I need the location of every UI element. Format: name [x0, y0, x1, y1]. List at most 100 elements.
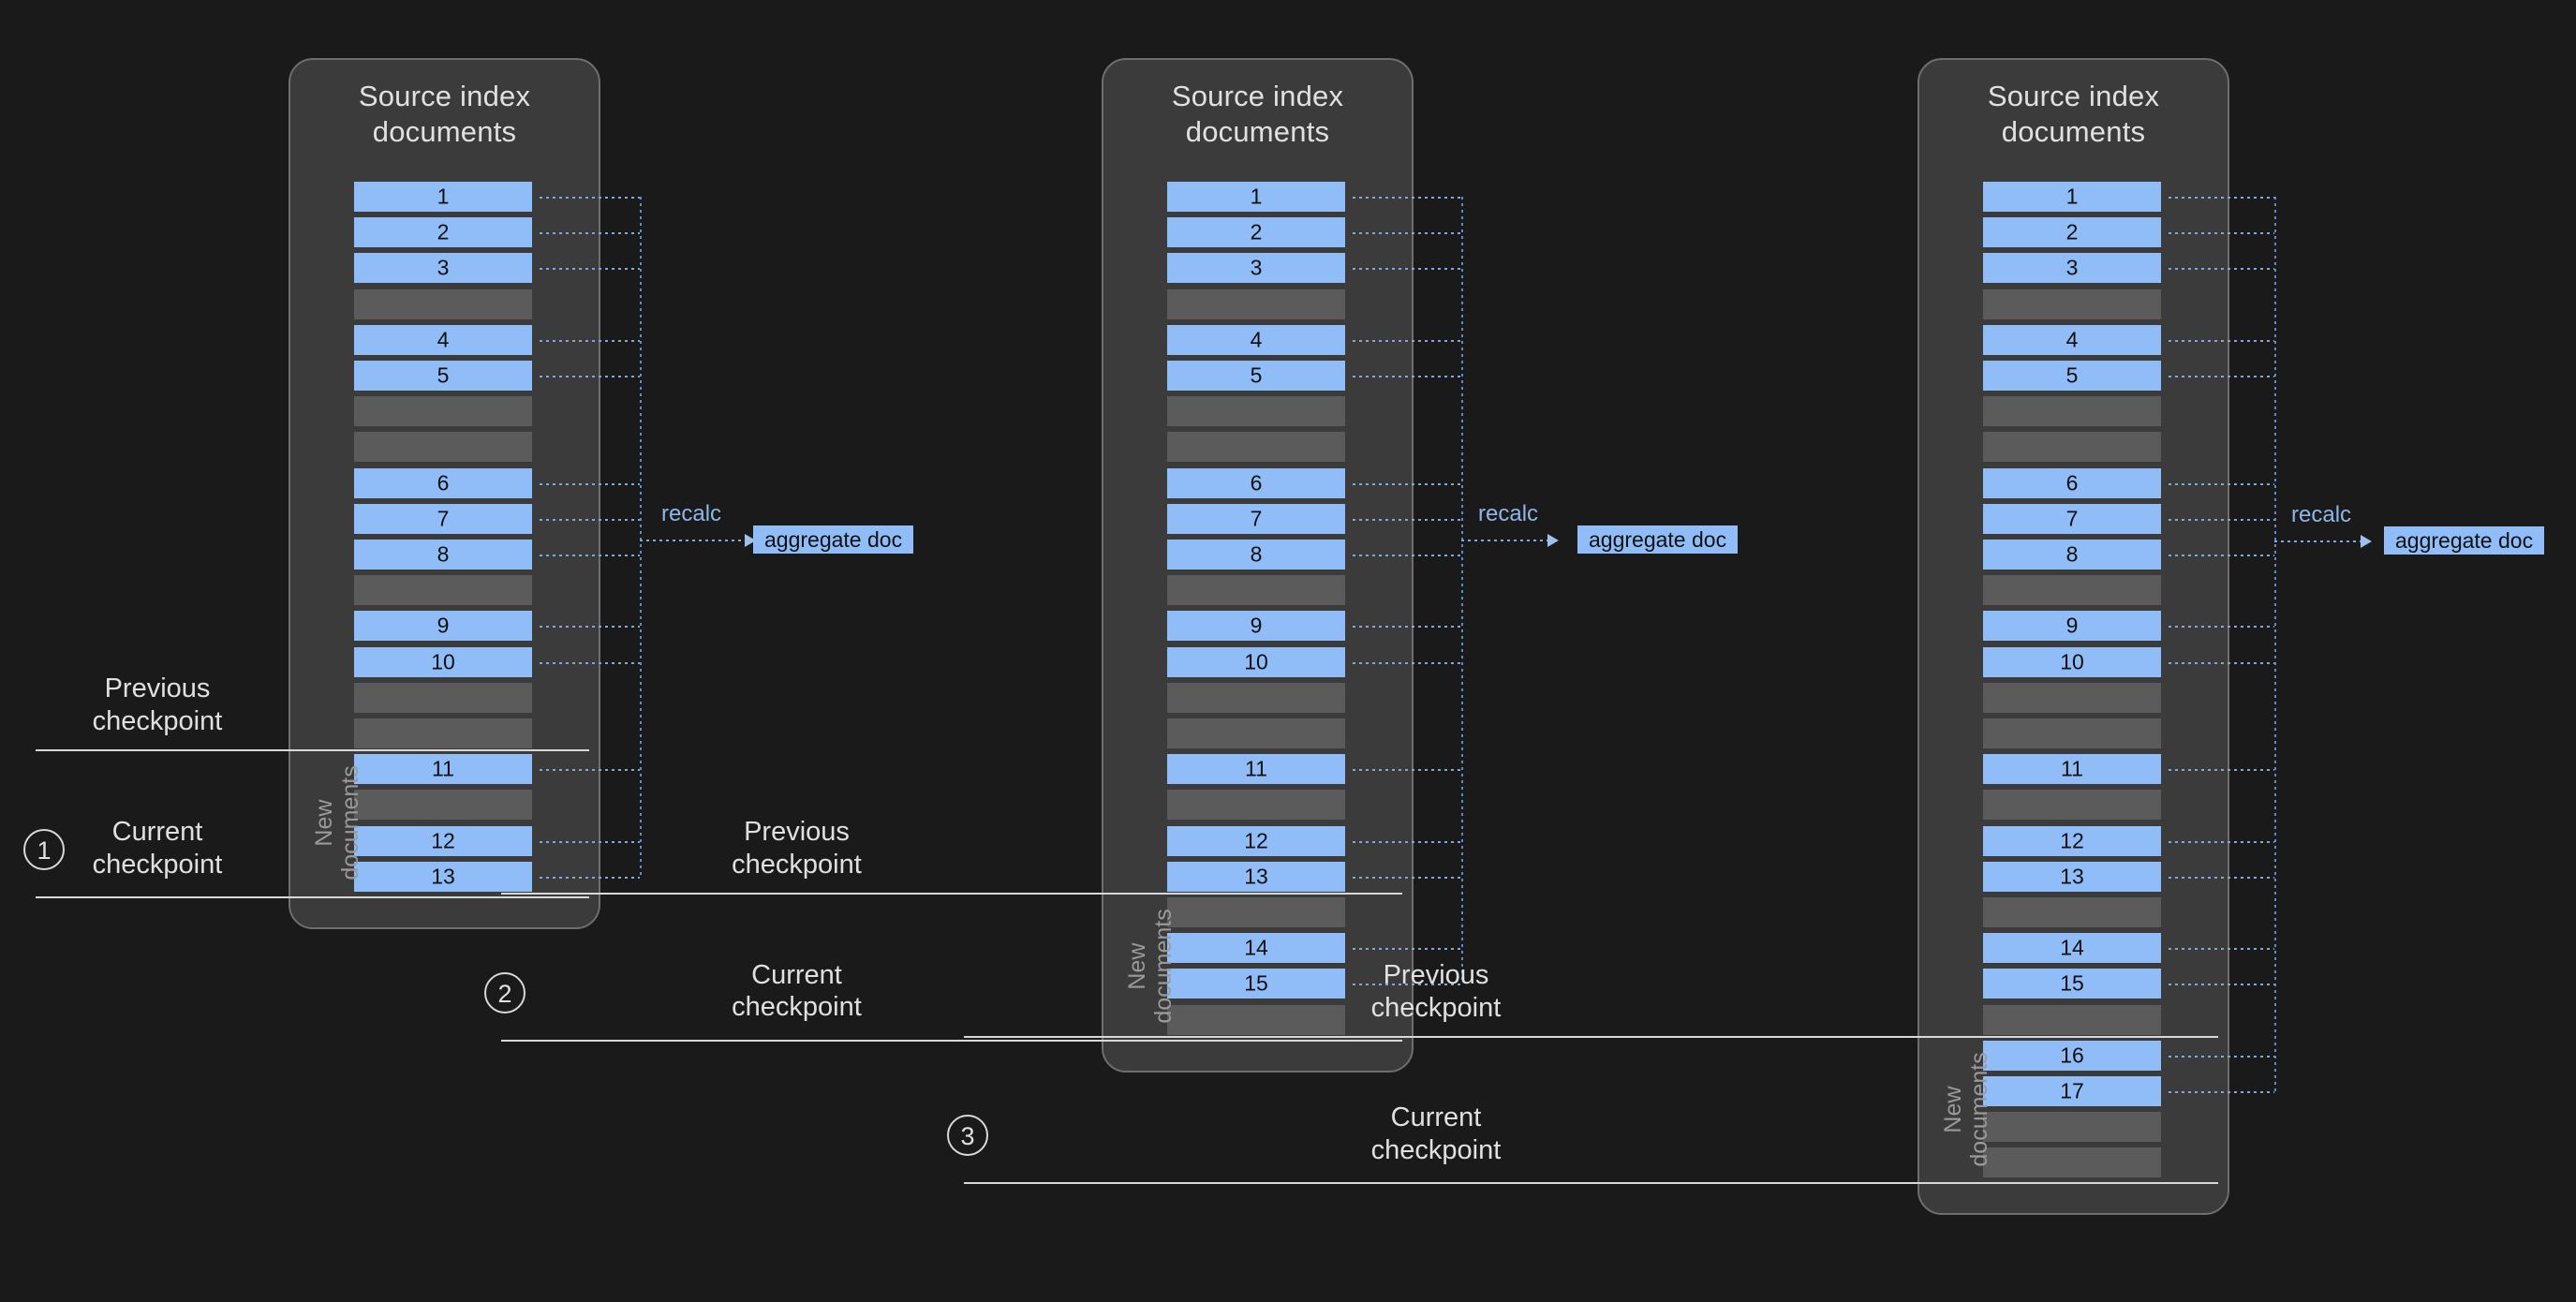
- document-row-label: 10: [2060, 649, 2084, 674]
- document-row-filled: 7: [1167, 503, 1345, 534]
- document-row-empty: [354, 682, 532, 713]
- connector-dash: [2169, 197, 2274, 199]
- connector-dash: [2169, 482, 2274, 485]
- document-row-empty: [1167, 432, 1345, 463]
- document-row-filled: 8: [1167, 540, 1345, 570]
- document-row-label: 13: [431, 864, 455, 889]
- document-row-empty: [354, 575, 532, 606]
- document-row-label: 15: [1244, 970, 1268, 996]
- document-row-label: 8: [2065, 541, 2079, 567]
- document-row-empty: [1167, 897, 1345, 927]
- document-row-filled: 14: [1167, 933, 1345, 964]
- aggregate-doc-box-2: aggregate doc: [1577, 525, 1739, 554]
- connector-dash: [540, 482, 640, 485]
- connector-dash: [540, 518, 640, 521]
- panel-title-3: Source index documents: [1987, 80, 2160, 148]
- previous-checkpoint-line-1: [36, 749, 589, 752]
- document-row-filled: 13: [354, 861, 532, 892]
- document-row-filled: 15: [1983, 969, 2161, 999]
- document-row-empty: [1983, 289, 2161, 319]
- connector-dash: [1353, 518, 1461, 521]
- connector-dash: [540, 232, 640, 235]
- document-row-label: 5: [437, 362, 450, 388]
- connector-dash: [1353, 339, 1461, 342]
- connector-dash: [1353, 661, 1461, 664]
- connector-dash: [1353, 840, 1461, 843]
- document-row-label: 7: [437, 506, 450, 531]
- document-row-empty: [1983, 396, 2161, 427]
- connector-dash: [1353, 197, 1461, 199]
- connector-bus: [1461, 197, 1463, 984]
- aggregate-doc-box-3: aggregate doc: [2384, 526, 2545, 555]
- document-row-filled: 13: [1167, 861, 1345, 892]
- document-row-label: 7: [1250, 506, 1263, 531]
- document-row-label: 5: [2065, 362, 2079, 388]
- document-row-label: 2: [437, 219, 450, 244]
- document-row-empty: [1167, 682, 1345, 713]
- document-row-label: 11: [2061, 756, 2083, 781]
- connector-bus: [2274, 197, 2276, 1091]
- document-row-filled: 17: [1983, 1076, 2161, 1106]
- current-checkpoint-label-2: Current checkpoint: [732, 959, 862, 1023]
- recalc-arrow-line: [640, 540, 745, 541]
- document-row-label: 4: [1250, 327, 1263, 352]
- current-checkpoint-line-1: [36, 895, 589, 898]
- document-row-label: 14: [1244, 935, 1268, 960]
- document-row-label: 2: [2065, 219, 2079, 244]
- document-row-filled: 7: [354, 503, 532, 534]
- document-row-empty: [1983, 1112, 2161, 1143]
- document-row-label: 3: [1250, 255, 1263, 280]
- document-row-filled: 14: [1983, 933, 2161, 964]
- document-row-label: 12: [1244, 828, 1268, 853]
- document-row-label: 11: [432, 756, 454, 781]
- document-row-label: 1: [437, 184, 450, 209]
- connector-dash: [540, 626, 640, 629]
- connector-dash: [2169, 555, 2274, 556]
- document-row-label: 3: [437, 255, 450, 280]
- document-row-label: 12: [431, 828, 455, 853]
- connector-dash: [540, 339, 640, 342]
- current-checkpoint-line-3: [964, 1182, 2218, 1185]
- recalc-arrow-head: [2361, 535, 2372, 548]
- document-row-filled: 16: [1983, 1040, 2161, 1071]
- stage-number-badge-3: 3: [947, 1115, 988, 1157]
- document-row-label: 8: [1250, 541, 1263, 567]
- document-row-empty: [354, 790, 532, 821]
- document-row-label: 3: [2065, 255, 2079, 280]
- connector-dash: [540, 197, 640, 199]
- recalc-label-1: recalc: [661, 501, 722, 526]
- document-row-label: 4: [2065, 327, 2079, 352]
- connector-dash: [540, 769, 640, 772]
- stage-number-badge-1: 1: [23, 828, 65, 870]
- connector-dash: [1353, 482, 1461, 485]
- document-row-filled: 12: [1983, 825, 2161, 856]
- previous-checkpoint-line-3: [964, 1035, 2218, 1038]
- document-row-label: 6: [2065, 470, 2079, 496]
- document-row-empty: [1983, 682, 2161, 713]
- document-row-label: 2: [1250, 219, 1263, 244]
- document-row-empty: [1167, 575, 1345, 606]
- connector-bus: [640, 197, 642, 877]
- connector-dash: [540, 840, 640, 843]
- connector-dash: [2169, 948, 2274, 951]
- previous-checkpoint-line-2: [501, 893, 1402, 895]
- connector-dash: [1353, 232, 1461, 235]
- document-row-filled: 10: [1983, 646, 2161, 677]
- connector-dash: [540, 376, 640, 377]
- document-row-filled: 11: [1167, 754, 1345, 785]
- connector-dash: [2169, 876, 2274, 879]
- document-row-label: 8: [437, 541, 450, 567]
- document-row-label: 1: [1250, 184, 1263, 209]
- recalc-label-2: recalc: [1478, 501, 1539, 526]
- document-row-filled: 1: [1983, 182, 2161, 212]
- panel-title-2: Source index documents: [1171, 80, 1344, 148]
- connector-dash: [1353, 626, 1461, 629]
- document-row-filled: 2: [1167, 217, 1345, 248]
- document-row-label: 9: [2065, 613, 2079, 638]
- document-row-empty: [354, 396, 532, 427]
- document-row-label: 7: [2065, 506, 2079, 531]
- aggregate-doc-box-1: aggregate doc: [753, 525, 914, 554]
- document-row-filled: 5: [1167, 361, 1345, 391]
- document-row-label: 15: [2060, 970, 2084, 996]
- connector-dash: [2169, 232, 2274, 235]
